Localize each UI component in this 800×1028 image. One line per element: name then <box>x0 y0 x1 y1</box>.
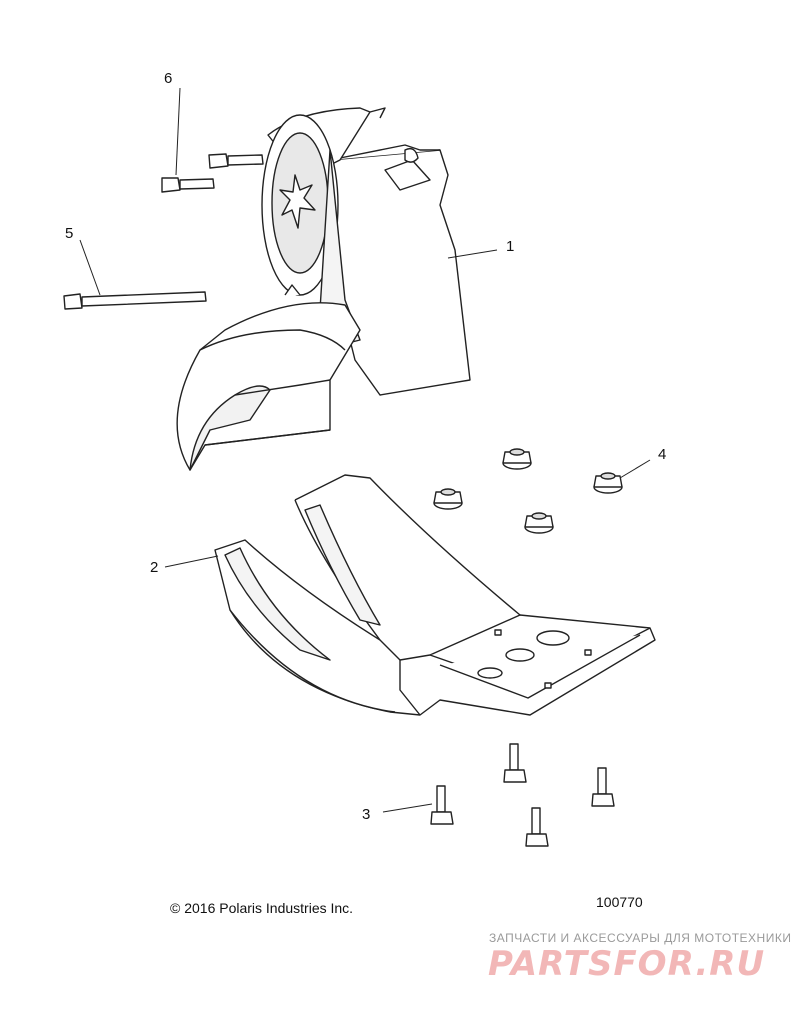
flange-nuts-part-4 <box>433 448 623 534</box>
watermark-brand: PARTSFOR.RU <box>488 944 766 984</box>
callout-3: 3 <box>362 806 371 823</box>
callout-5: 5 <box>65 225 74 242</box>
bolt-part-6 <box>161 153 264 193</box>
skid-plate-part-2 <box>214 474 656 716</box>
callout-6: 6 <box>164 70 173 87</box>
upper-cover-part-1 <box>176 107 471 471</box>
bolts-part-3 <box>430 743 615 847</box>
long-bolt-part-5 <box>63 291 207 310</box>
watermark-tagline: ЗАПЧАСТИ И АКСЕССУАРЫ ДЛЯ МОТОТЕХНИКИ <box>489 931 792 945</box>
leader-lines <box>79 87 651 813</box>
copyright-text: © 2016 Polaris Industries Inc. <box>170 900 354 916</box>
diagram-number: 100770 <box>596 894 643 910</box>
callout-4: 4 <box>658 446 667 463</box>
callout-2: 2 <box>150 559 159 576</box>
callout-1: 1 <box>506 238 515 255</box>
